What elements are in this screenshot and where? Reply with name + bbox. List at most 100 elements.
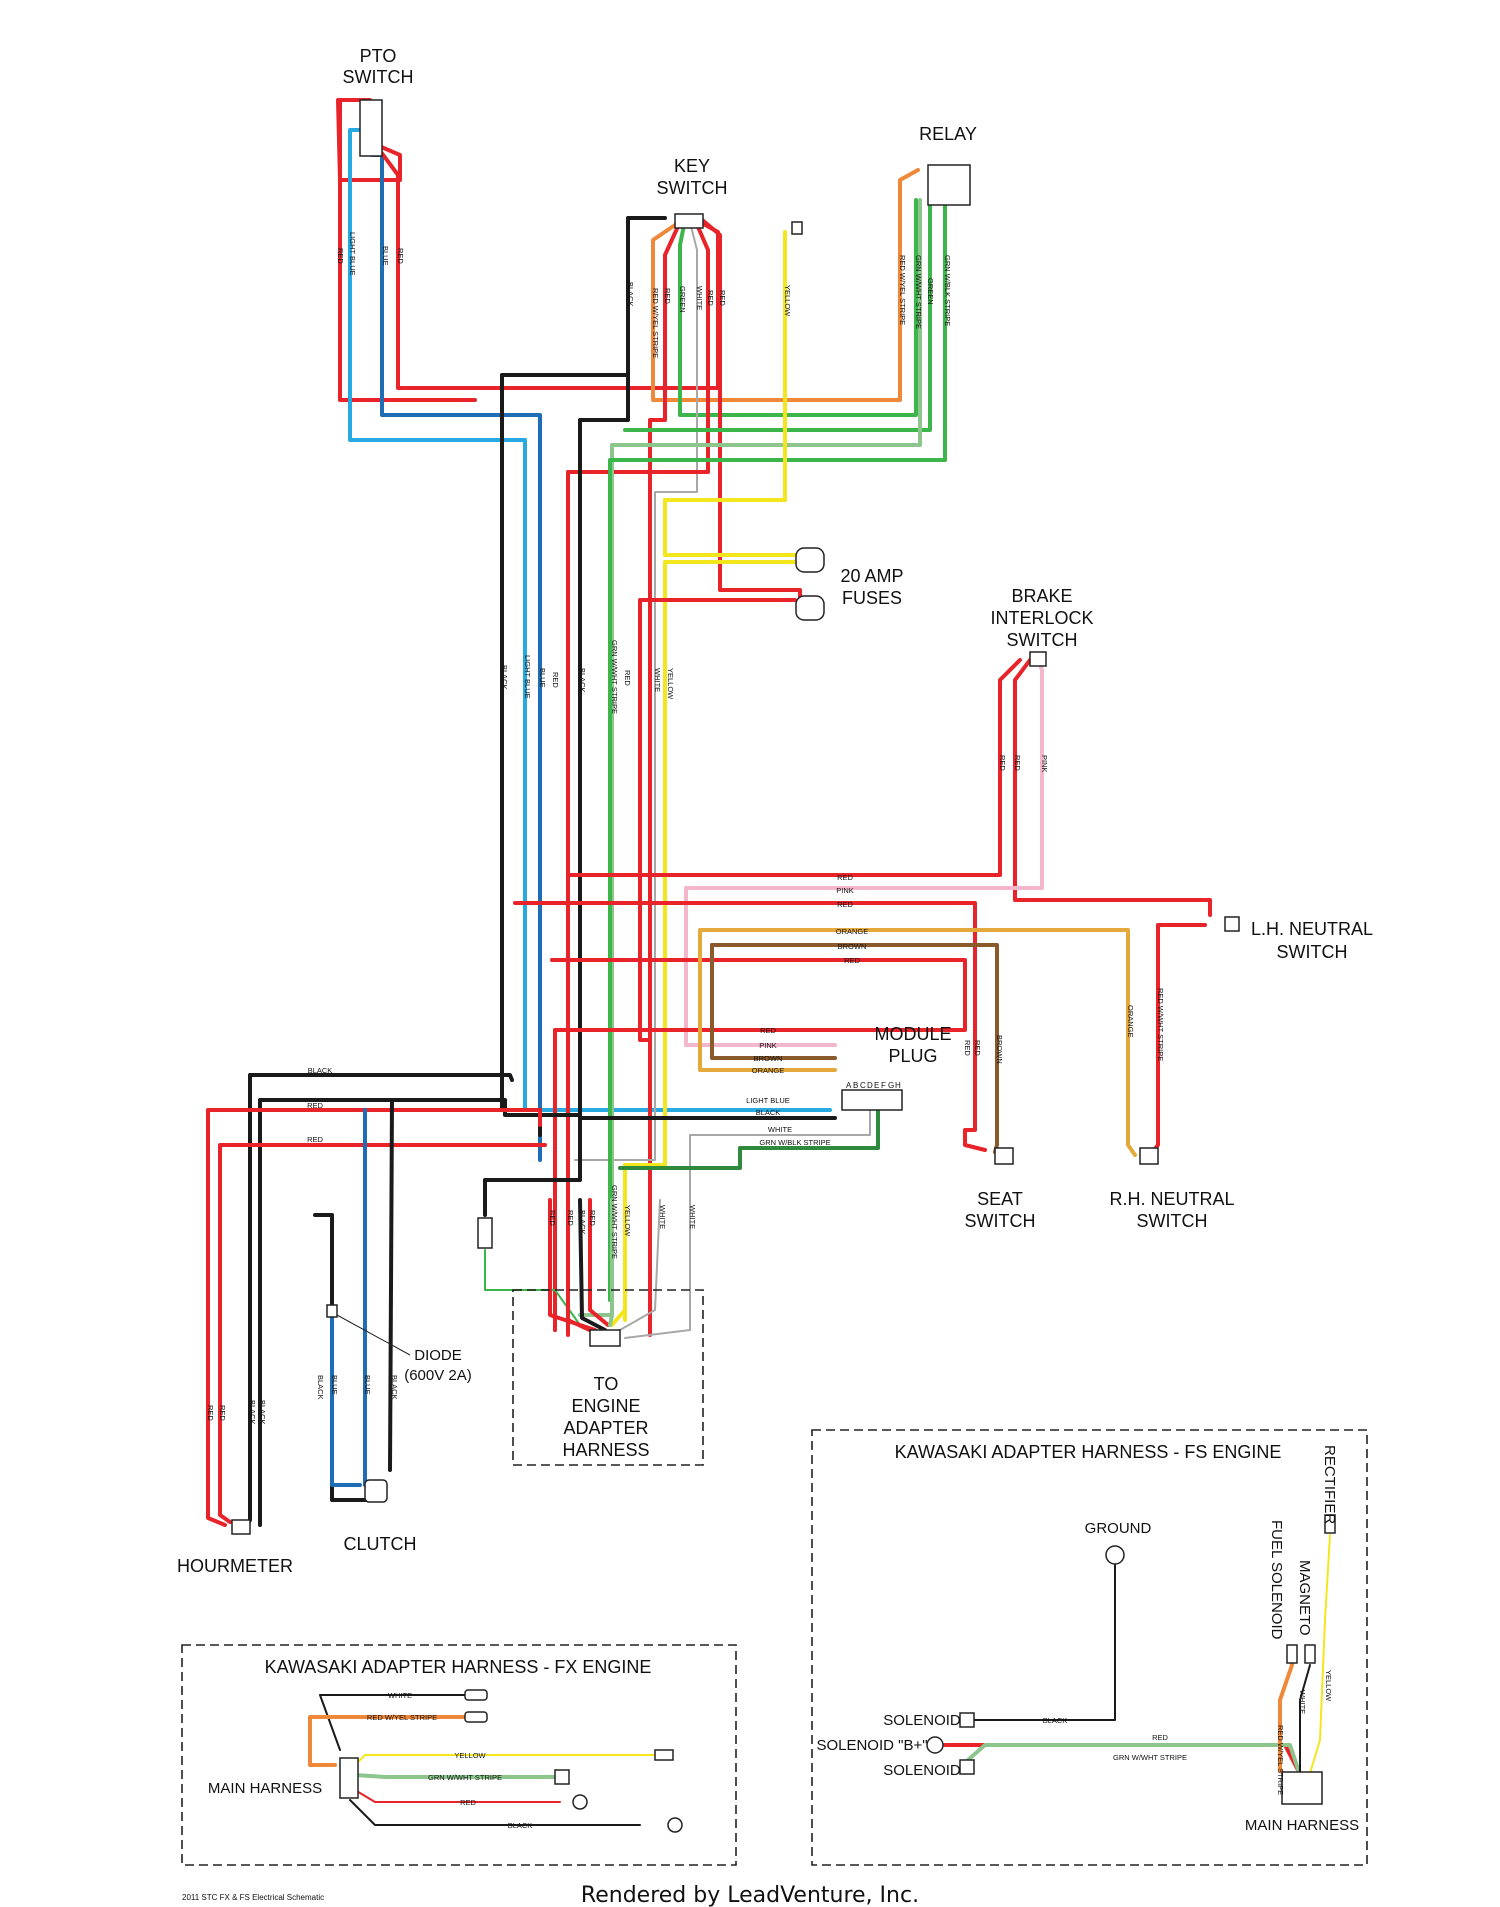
wl-seat-brown: BROWN	[995, 1035, 1004, 1064]
fx-terminal-black	[667, 1817, 683, 1833]
engine-adapter-connector	[589, 1329, 621, 1347]
wl-key-red-yel: RED W/YEL STRIPE	[651, 288, 660, 358]
wire-relay-green	[623, 198, 932, 432]
fs-box-title: KAWASAKI ADAPTER HARNESS - FS ENGINE	[895, 1442, 1282, 1462]
wire-engine-red-c	[588, 1198, 610, 1327]
fs-engine-box	[811, 1429, 1368, 1866]
label-diode-1: DIODE	[414, 1347, 462, 1364]
wire-key-red-b	[566, 218, 710, 1337]
wire-pto-light-blue	[348, 128, 832, 1112]
wire-fx-black	[349, 1799, 641, 1826]
fx-box-title: KAWASAKI ADAPTER HARNESS - FX ENGINE	[265, 1657, 652, 1677]
wire-diode-green	[484, 1249, 581, 1326]
label-engine-3: ADAPTER	[563, 1418, 648, 1438]
wl-left-red-b: RED	[307, 1135, 323, 1144]
wl-mod-grn-blk: GRN W/BLK STRIPE	[759, 1138, 830, 1147]
wl-clutch-blue-b: BLUE	[363, 1375, 372, 1395]
wl-pto-light-blue: LIGHT BLUE	[348, 232, 357, 276]
label-engine-4: HARNESS	[562, 1440, 649, 1460]
label-fuses-1: 20 AMP	[840, 566, 903, 586]
wl-trunk-black-a: BLACK	[500, 665, 509, 690]
fx-wl-grn-wht: GRN W/WHT STRIPE	[428, 1773, 502, 1782]
module-pin-c: C	[860, 1081, 866, 1090]
wire-pto-red-left	[338, 98, 477, 402]
wl-mod-brown: BROWN	[754, 1054, 783, 1063]
wire-engine-yellow	[610, 1198, 627, 1327]
wl-engine-red-a: RED	[548, 1210, 557, 1226]
wl-brake-red-a: RED	[998, 755, 1007, 771]
fx-terminal-yellow	[654, 1749, 674, 1761]
label-rh-neutral-2: SWITCH	[1137, 1211, 1208, 1231]
fs-main-harness-connector	[1281, 1771, 1323, 1805]
wl-engine-yellow: YELLOW	[623, 1205, 632, 1237]
module-pin-g: G	[888, 1081, 894, 1090]
clutch-connector	[364, 1479, 388, 1503]
label-fuses-2: FUSES	[842, 588, 902, 608]
wire-fs-black	[974, 1564, 1116, 1721]
wl-engine-black: BLACK	[578, 1210, 587, 1235]
fs-wl-red: RED	[1152, 1733, 1168, 1742]
fs-wl-grn-wht: GRN W/WHT STRIPE	[1113, 1753, 1187, 1762]
wl-trunk-red-a: RED	[551, 672, 560, 688]
wl-engine-white-a: WHITE	[658, 1205, 667, 1229]
wl-brake-red-b: RED	[1013, 755, 1022, 771]
wire-key-white	[574, 221, 698, 1161]
wl-trunk-yellow: YELLOW	[666, 668, 675, 700]
fs-solenoid-b: SOLENOID "B+"	[816, 1737, 927, 1754]
label-brake-3: SWITCH	[1007, 630, 1078, 650]
fuse-upper	[795, 547, 825, 573]
fs-wl-red-yel: RED W/YEL STRIPE	[1276, 1725, 1285, 1795]
wire-engine-black	[578, 1198, 607, 1332]
wire-relay-grn-blk	[608, 198, 947, 1302]
module-pin-h: H	[895, 1081, 901, 1090]
schematic-caption: 2011 STC FX & FS Electrical Schematic	[182, 1893, 324, 1902]
fx-wl-white: WHITE	[388, 1691, 412, 1700]
fx-terminal-grn-wht	[554, 1769, 570, 1785]
wire-h-brown	[710, 943, 999, 1154]
wl-engine-red-b: RED	[566, 1210, 575, 1226]
fs-solenoid-b-ring	[926, 1736, 944, 1754]
wl-key-red-b: RED	[706, 290, 715, 306]
wire-brake-red-b	[1013, 658, 1212, 917]
wl-left-black: BLACK	[308, 1066, 333, 1075]
yellow-top-terminal	[791, 221, 803, 235]
fx-terminal-red	[572, 1794, 588, 1810]
wl-engine-grn-wht: GRN W/WHT STRIPE	[610, 1185, 619, 1259]
wire-left-black-b	[258, 1098, 582, 1527]
module-pins: A B C D E F G H	[846, 1081, 901, 1090]
wl-pto-red-a: RED	[336, 248, 345, 264]
wl-left-red-a: RED	[307, 1101, 323, 1110]
fs-magneto: MAGNETO	[1296, 1560, 1313, 1636]
wl-brake-pink: PINK	[1040, 755, 1049, 773]
module-plug-connector	[841, 1089, 903, 1111]
wl-mod-white: WHITE	[768, 1125, 792, 1134]
wire-fx-yellow	[354, 1754, 656, 1766]
wl-rh-red-wht: RED W/WHT STRIPE	[1156, 988, 1165, 1061]
fs-wl-white: WHITE	[1298, 1690, 1307, 1714]
wire-key-red-yel	[651, 168, 920, 402]
rh-neutral-connector	[1139, 1147, 1159, 1165]
wl-hour-black-b: BLACK	[258, 1400, 267, 1425]
diode-body	[477, 1217, 493, 1249]
label-brake-2: INTERLOCK	[990, 608, 1093, 628]
wl-relay-green: GREEN	[926, 278, 935, 305]
label-module-1: MODULE	[874, 1024, 951, 1044]
wire-key-red-a	[648, 220, 682, 1337]
wire-trunk-red-fuse	[638, 598, 797, 1042]
module-pin-e: E	[874, 1081, 879, 1090]
wire-brake-red-a	[566, 658, 1022, 877]
fs-wl-black: BLACK	[1043, 1716, 1068, 1725]
label-rh-neutral-1: R.H. NEUTRAL	[1109, 1189, 1234, 1209]
wire-fx-grn-wht	[353, 1773, 557, 1779]
wl-hour-red-a: RED	[206, 1405, 215, 1421]
module-pin-b: B	[853, 1081, 858, 1090]
wl-clutch-black-a: BLACK	[316, 1375, 325, 1400]
wire-brake-pink	[684, 658, 1044, 1047]
wl-seat-red-b: RED	[973, 1040, 982, 1056]
wl-relay-grn-blk: GRN W/BLK STRIPE	[943, 255, 952, 326]
wl-trunk-white: WHITE	[653, 668, 662, 692]
wl-mod-pink: PINK	[759, 1041, 777, 1050]
wire-h-red-module	[550, 958, 967, 1332]
wl-key-green: GREEN	[678, 286, 687, 313]
seat-switch-connector	[994, 1147, 1014, 1165]
